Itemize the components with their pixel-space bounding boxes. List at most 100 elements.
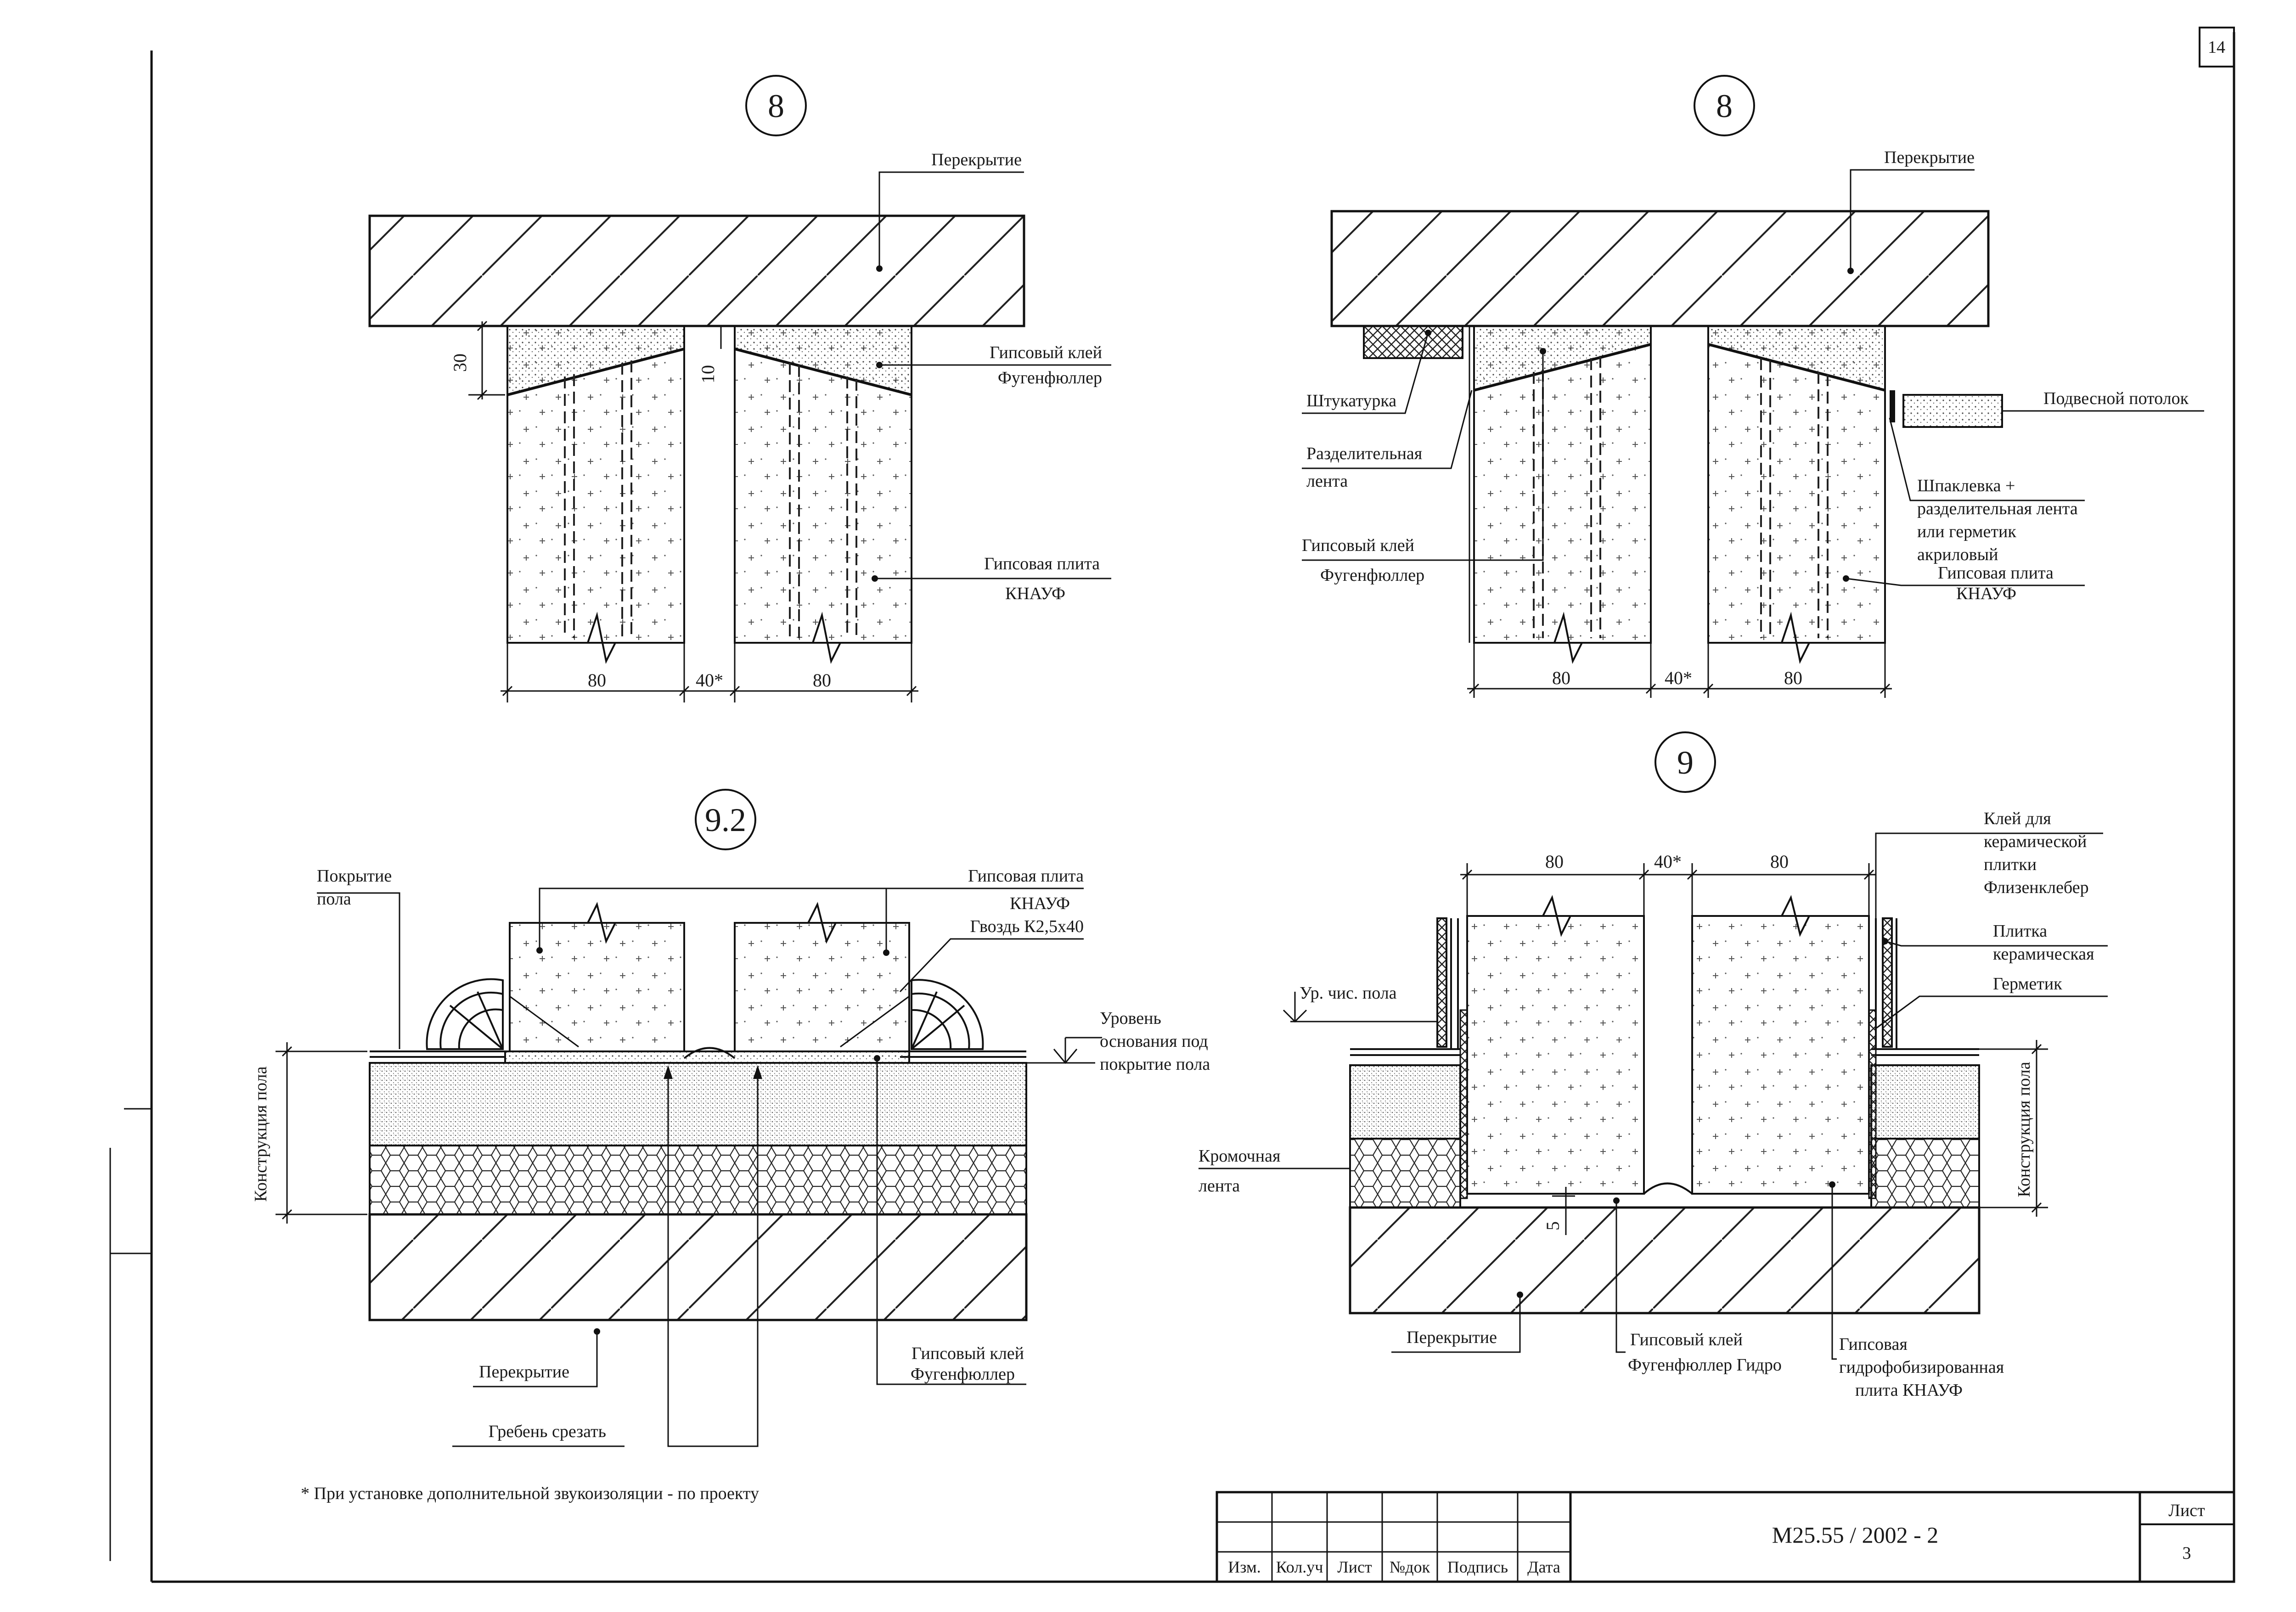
label-tile-glue-1: Клей для bbox=[1984, 809, 2051, 828]
detail-marker-circle bbox=[1694, 75, 1755, 136]
tb-col-sheet: Лист bbox=[1337, 1558, 1372, 1576]
label-glue-1: Гипсовый клей bbox=[1630, 1330, 1743, 1349]
label-slab: Перекрытие bbox=[931, 150, 1022, 169]
dim-width-left: 80 bbox=[1545, 851, 1564, 872]
label-tile-2: керамическая bbox=[1993, 944, 2094, 964]
dim-width-right: 80 bbox=[1770, 851, 1789, 872]
label-level-3: покрытие пола bbox=[1100, 1055, 1210, 1074]
label-floor-level: Ур. чис. пола bbox=[1300, 983, 1397, 1003]
label-floor-1: Покрытие bbox=[317, 866, 392, 886]
detail-8a: 8 30 10 bbox=[368, 75, 1111, 702]
drawing-code: М25.55 / 2002 - 2 bbox=[1772, 1522, 1939, 1548]
label-tile-glue-4: Флизенклебер bbox=[1984, 878, 2089, 897]
floor-slab bbox=[368, 1213, 1028, 1321]
label-slab: Перекрытие bbox=[1407, 1328, 1497, 1347]
label-tile-1: Плитка bbox=[1993, 921, 2047, 941]
label-tile-glue-3: плитки bbox=[1984, 855, 2037, 874]
footnote: * При установке дополнительной звукоизол… bbox=[301, 1484, 759, 1503]
label-comb: Гребень срезать bbox=[489, 1422, 606, 1441]
dim-width-left: 80 bbox=[1552, 668, 1570, 688]
floor-slab bbox=[1349, 1206, 1981, 1314]
dim-10: 10 bbox=[698, 365, 718, 383]
insulation-layer bbox=[369, 1145, 1027, 1215]
label-board-2: КНАУФ bbox=[1010, 894, 1070, 913]
label-construction: Конструкция пола bbox=[2015, 1062, 2034, 1197]
dim-gap: 40* bbox=[696, 670, 723, 691]
detail-marker: 9.2 bbox=[705, 802, 746, 838]
label-edge-tape-1: Кромочная bbox=[1199, 1146, 1280, 1166]
top-sheet-number-box: 14 bbox=[2199, 27, 2235, 67]
label-board-2: КНАУФ bbox=[1005, 584, 1065, 603]
dim-width-right: 80 bbox=[1784, 668, 1802, 688]
detail-marker-circle bbox=[1654, 731, 1716, 793]
label-level-1: Уровень bbox=[1100, 1009, 1161, 1028]
top-sheet-number: 14 bbox=[2208, 38, 2225, 57]
label-sealant: Герметик bbox=[1993, 974, 2062, 994]
tb-col-signature: Подпись bbox=[1447, 1558, 1508, 1576]
board-left bbox=[509, 922, 685, 1052]
label-board-1: Гипсовая плита bbox=[1938, 563, 2054, 583]
title-block bbox=[1216, 1491, 2235, 1583]
label-edge-tape-2: лента bbox=[1199, 1176, 1240, 1196]
label-slab: Перекрытие bbox=[1884, 148, 1975, 167]
screed-layer bbox=[369, 1062, 1027, 1146]
label-nail: Гвоздь К2,5x40 bbox=[970, 917, 1084, 936]
label-board-2: гидрофобизированная bbox=[1839, 1358, 2004, 1377]
label-glue-2: Фугенфюллер bbox=[998, 368, 1102, 388]
dim-5: 5 bbox=[1542, 1221, 1563, 1230]
label-glue-1: Гипсовый клей bbox=[990, 343, 1102, 362]
dim-30: 30 bbox=[450, 354, 470, 372]
label-glue-2: Фугенфюллер bbox=[1320, 566, 1424, 585]
baseboard-left bbox=[426, 978, 504, 1050]
label-putty-3: или герметик bbox=[1917, 522, 2016, 541]
label-board-1: Гипсовая bbox=[1839, 1335, 1908, 1354]
detail-marker: 8 bbox=[1716, 88, 1733, 124]
tb-col-change: Изм. bbox=[1228, 1558, 1261, 1576]
label-board-1: Гипсовая плита bbox=[968, 866, 1084, 886]
board-right bbox=[1691, 915, 1870, 1195]
detail-marker: 9 bbox=[1677, 744, 1694, 781]
label-tape-1: Разделительная bbox=[1306, 444, 1422, 463]
tb-col-docnum: №док bbox=[1390, 1558, 1430, 1576]
label-board-2: КНАУФ bbox=[1956, 584, 2016, 603]
label-glue-2: Фугенфюллер Гидро bbox=[1628, 1355, 1782, 1375]
label-construction: Конструкция пола bbox=[251, 1066, 270, 1202]
label-board-1: Гипсовая плита bbox=[984, 554, 1100, 573]
title-block-headers: Изм. Кол.уч Лист №док Подпись Дата bbox=[1228, 1558, 1560, 1576]
detail-marker-circle bbox=[695, 789, 756, 850]
sheet-label: Лист bbox=[2168, 1501, 2205, 1520]
label-glue-1: Гипсовый клей bbox=[1302, 536, 1414, 555]
dim-width-left: 80 bbox=[588, 670, 606, 691]
label-glue-1: Гипсовый клей bbox=[912, 1344, 1024, 1363]
label-glue-2: Фугенфюллер bbox=[911, 1365, 1015, 1384]
board-left bbox=[1466, 915, 1645, 1195]
suspended-ceiling-block bbox=[1902, 394, 2003, 428]
label-suspended-ceiling: Подвесной потолок bbox=[2043, 389, 2189, 408]
label-putty-4: акриловый bbox=[1917, 545, 1998, 564]
label-slab: Перекрытие bbox=[479, 1362, 569, 1382]
label-board-3: плита КНАУФ bbox=[1855, 1381, 1963, 1400]
label-level-2: основания под bbox=[1100, 1032, 1208, 1051]
tb-col-count: Кол.уч bbox=[1276, 1558, 1323, 1576]
dim-width-right: 80 bbox=[813, 670, 831, 691]
ceiling-slab bbox=[368, 214, 1025, 327]
detail-8b: 8 80 40* 80 bbox=[1302, 75, 2204, 698]
detail-9: 9 bbox=[1199, 731, 2108, 1400]
tb-col-date: Дата bbox=[1527, 1558, 1560, 1576]
label-tape-2: лента bbox=[1306, 472, 1348, 491]
label-plaster: Штукатурка bbox=[1306, 391, 1396, 410]
dim-gap: 40* bbox=[1665, 668, 1692, 688]
label-putty-2: разделительная лента bbox=[1917, 499, 2078, 518]
detail-marker: 8 bbox=[768, 88, 784, 124]
plaster-block bbox=[1363, 325, 1463, 359]
board-right bbox=[734, 922, 910, 1052]
label-tile-glue-2: керамической bbox=[1984, 832, 2087, 851]
label-floor-2: пола bbox=[317, 889, 351, 909]
dim-gap: 40* bbox=[1654, 851, 1682, 872]
baseboard-right bbox=[911, 979, 984, 1050]
ceiling-slab bbox=[1330, 210, 1990, 327]
detail-marker-circle bbox=[745, 75, 807, 136]
sheet-value: 3 bbox=[2183, 1544, 2191, 1563]
detail-9-2: 9.2 bbox=[251, 789, 1210, 1447]
